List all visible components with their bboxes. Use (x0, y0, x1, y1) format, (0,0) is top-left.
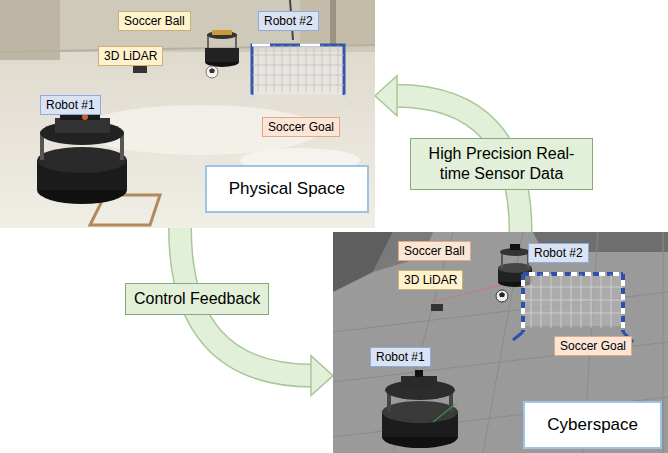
panel-title: Physical Space (205, 165, 369, 213)
callout-box: Robot #2 (258, 11, 319, 31)
callout-label: Soccer Ball (118, 11, 191, 31)
panel-title: Cyberspace (523, 401, 662, 449)
arrow-head (375, 76, 397, 116)
callout-box: Soccer Goal (554, 336, 632, 356)
arrow-label: Control Feedback (125, 283, 269, 315)
space-panel: Cyberspace Soccer Ball Robot #2 3D LiDAR Rob… (333, 232, 668, 453)
callout-box: Soccer Ball (118, 11, 191, 31)
callout-box: 3D LiDAR (398, 270, 463, 290)
callout-label: Soccer Goal (262, 117, 340, 137)
callout-label: Soccer Ball (398, 241, 471, 261)
callout-label: Robot #1 (40, 95, 101, 115)
callout-box: Robot #1 (370, 347, 431, 367)
callout-label: Robot #1 (370, 347, 431, 367)
callout-label: Robot #2 (258, 11, 319, 31)
callout-label: 3D LiDAR (98, 46, 163, 66)
callout-box: Robot #1 (40, 95, 101, 115)
callout-label: Robot #2 (528, 243, 589, 263)
callout-box: 3D LiDAR (98, 46, 163, 66)
arrow-label: High Precision Real-time Sensor Data (410, 138, 593, 190)
callout-label: Soccer Goal (554, 336, 632, 356)
callout-label: 3D LiDAR (398, 270, 463, 290)
callout-box: Robot #2 (528, 243, 589, 263)
space-panel: Physical Space Soccer Ball Robot #2 3D LiDA… (0, 0, 375, 228)
callout-box: Soccer Goal (262, 117, 340, 137)
callout-box: Soccer Ball (398, 241, 471, 261)
arrow-head (311, 356, 333, 396)
